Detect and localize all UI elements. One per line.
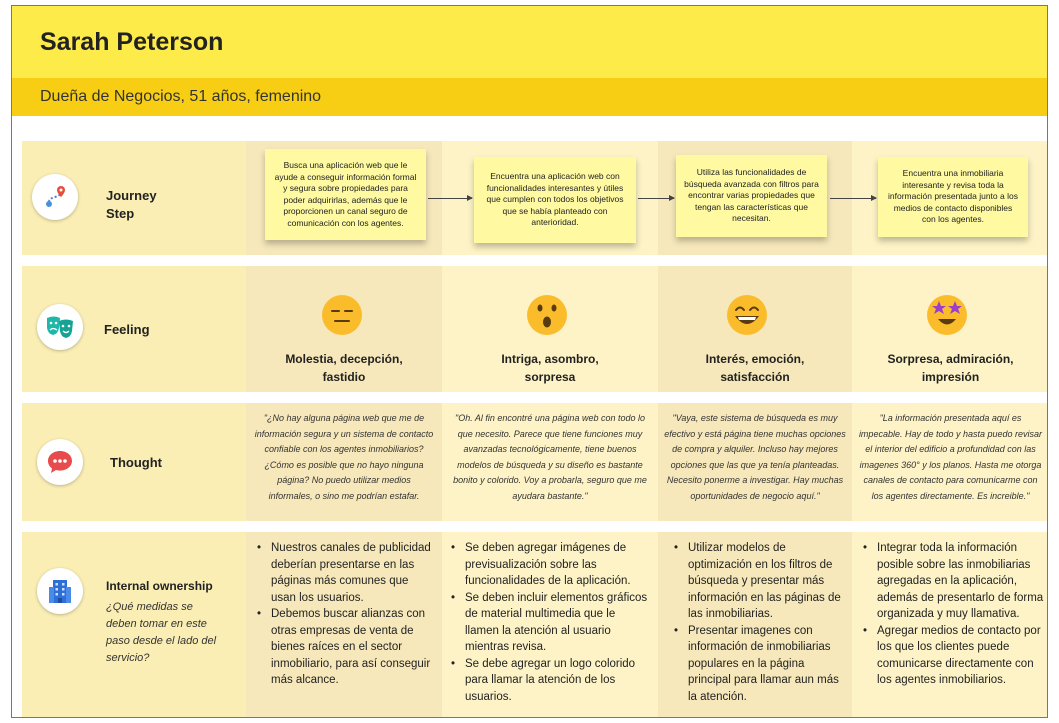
feeling-text-2: Intriga, asombro, sorpresa xyxy=(442,350,658,386)
ownership-list-4: Integrar toda la información posible sob… xyxy=(863,540,1047,689)
list-item: Nuestros canales de publicidad deberían … xyxy=(257,540,435,606)
thought-col-1 xyxy=(246,403,442,521)
thought-text-1: "¿No hay alguna página web que me de inf… xyxy=(254,413,434,501)
journey-row: Journey Step Busca una aplicación web qu… xyxy=(12,141,1047,255)
feeling-1-line2: fastidio xyxy=(322,370,366,384)
route-icon xyxy=(32,174,78,220)
ownership-label: Internal ownership xyxy=(106,579,213,593)
ownership-row: Internal ownership ¿Qué medidas se deben… xyxy=(12,532,1047,717)
theater-masks-icon xyxy=(37,304,83,350)
list-item: Se debe agregar un logo colorido para ll… xyxy=(451,656,651,706)
feeling-label: Feeling xyxy=(104,322,150,337)
thought-text-2: "Oh. Al fin encontré una página web con … xyxy=(453,413,647,501)
thought-text-3: "Vaya, este sistema de búsqueda es muy e… xyxy=(664,413,846,501)
arrow-2 xyxy=(638,195,675,201)
journey-sticky-3: Utiliza las funcionalidades de búsqueda … xyxy=(676,155,827,237)
ownership-question: ¿Qué medidas se deben tomar en este paso… xyxy=(106,601,217,664)
list-item: Se deben agregar imágenes de previsualiz… xyxy=(451,540,651,590)
speech-bubble-icon xyxy=(37,439,83,485)
feeling-2-line1: Intriga, asombro, xyxy=(501,352,599,366)
list-item: Integrar toda la información posible sob… xyxy=(863,540,1047,623)
thought-col-3 xyxy=(658,403,852,521)
expressionless-face-icon xyxy=(321,294,363,341)
feeling-row: Feeling xyxy=(12,266,1047,392)
journey-label: Journey Step xyxy=(106,187,157,223)
thought-label: Thought xyxy=(110,455,162,470)
grinning-face-icon xyxy=(726,294,768,341)
journey-map-board: Sarah Peterson Dueña de Negocios, 51 año… xyxy=(11,5,1048,718)
list-item: Presentar imagenes con información de in… xyxy=(674,623,846,706)
journey-sticky-1: Busca una aplicación web que le ayude a … xyxy=(265,149,426,240)
feeling-1-line1: Molestia, decepción, xyxy=(285,352,403,366)
feeling-3-line1: Interés, emoción, xyxy=(705,352,805,366)
feeling-text-3: Interés, emoción, satisfacción xyxy=(658,350,852,386)
list-item: Debemos buscar alianzas con otras empres… xyxy=(257,606,435,689)
journey-label-line2: Step xyxy=(106,206,135,221)
ownership-row-label xyxy=(22,532,246,717)
journey-label-line1: Journey xyxy=(106,188,157,203)
feeling-4-line1: Sorpresa, admiración, xyxy=(887,352,1014,366)
persona-header: Sarah Peterson xyxy=(12,6,1047,78)
building-icon xyxy=(37,568,83,614)
ownership-list-3: Utilizar modelos de optimización en los … xyxy=(674,540,846,705)
feeling-text-4: Sorpresa, admiración, impresión xyxy=(852,350,1047,386)
persona-subheader: Dueña de Negocios, 51 años, femenino xyxy=(12,78,1047,116)
thought-col-2 xyxy=(442,403,658,521)
ownership-list-2: Se deben agregar imágenes de previsualiz… xyxy=(451,540,651,705)
ownership-list-1: Nuestros canales de publicidad deberían … xyxy=(257,540,435,689)
feeling-text-1: Molestia, decepción, fastidio xyxy=(246,350,442,386)
thought-row: Thought "¿No hay alguna página web que m… xyxy=(12,403,1047,521)
arrow-3 xyxy=(830,195,877,201)
journey-sticky-4: Encuentra una inmobiliaria interesante y… xyxy=(878,157,1028,237)
journey-sticky-2: Encuentra una aplicación web con funcion… xyxy=(474,157,636,243)
thought-text-4: "La información presentada aquí es impec… xyxy=(858,413,1043,501)
feeling-4-line2: impresión xyxy=(921,370,980,384)
list-item: Se deben incluir elementos gráficos de m… xyxy=(451,590,651,656)
thought-col-4 xyxy=(852,403,1047,521)
star-struck-face-icon xyxy=(926,294,968,341)
list-item: Agregar medios de contacto por los que l… xyxy=(863,623,1047,689)
astonished-face-icon xyxy=(526,294,568,341)
list-item: Utilizar modelos de optimización en los … xyxy=(674,540,846,623)
feeling-2-line2: sorpresa xyxy=(524,370,576,384)
persona-name: Sarah Peterson xyxy=(40,28,224,56)
feeling-3-line2: satisfacción xyxy=(720,370,790,384)
arrow-1 xyxy=(428,195,473,201)
persona-description: Dueña de Negocios, 51 años, femenino xyxy=(40,88,322,105)
